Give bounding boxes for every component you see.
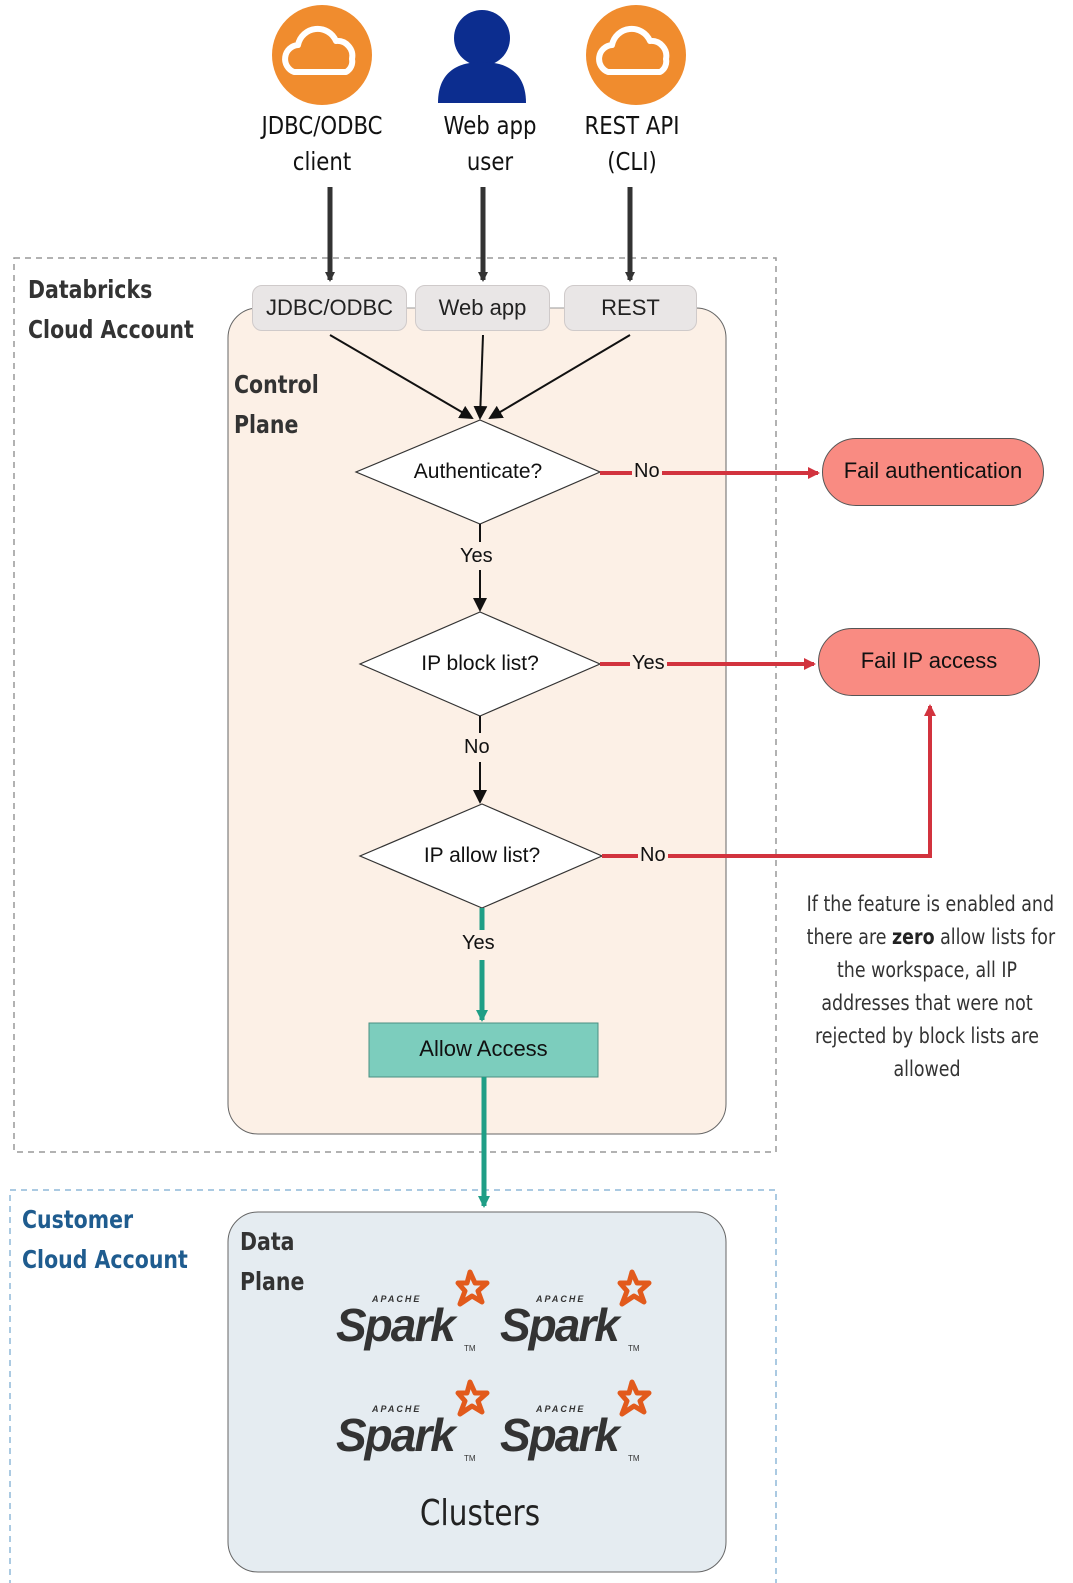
- spark-word: Spark: [500, 1299, 620, 1351]
- ip-allow-label: IP allow list?: [423, 844, 541, 867]
- note-line2-pre: there are: [806, 925, 893, 949]
- spark-tm: TM: [628, 1454, 640, 1463]
- spark-tm: TM: [628, 1344, 640, 1353]
- note-line6: allowed: [893, 1057, 961, 1081]
- edge-block-no: No: [464, 736, 490, 758]
- allow-list-note: If the feature is enabled and there are …: [806, 888, 1055, 1086]
- control-plane-line2: Plane: [234, 410, 299, 439]
- clusters-label: Clusters: [419, 1493, 541, 1534]
- note-line5: rejected by block lists are: [815, 1024, 1039, 1048]
- databricks-account-line2: Cloud Account: [28, 315, 194, 344]
- note-line2: there are zero allow lists for: [806, 921, 1055, 954]
- edge-auth-yes: Yes: [460, 545, 493, 567]
- note-line1: If the feature is enabled and: [806, 892, 1055, 916]
- customer-account-label: Customer Cloud Account: [22, 1200, 188, 1280]
- user-icon: [438, 10, 526, 103]
- spark-apache-text: APACHE: [372, 1404, 422, 1414]
- spark-word: Spark: [336, 1299, 456, 1351]
- cloud-icon: [586, 5, 686, 105]
- control-plane-line1: Control: [234, 370, 319, 399]
- endpoint-rest-line2: (CLI): [607, 147, 657, 176]
- spark-tm: TM: [464, 1344, 476, 1353]
- spark-apache-text: APACHE: [536, 1294, 586, 1304]
- customer-account-line2: Cloud Account: [22, 1245, 188, 1274]
- spark-logo: APACHE Spark TM: [500, 1284, 650, 1364]
- cloud-icon: [272, 5, 372, 105]
- spark-logo: APACHE Spark TM: [336, 1394, 486, 1474]
- spark-star-icon: [455, 1269, 490, 1307]
- arrow-rest-to-auth: [488, 334, 631, 420]
- arrow-allow-no: [602, 704, 936, 858]
- endpoint-rest-line1: REST API: [584, 111, 680, 140]
- allow-access-label: Allow Access: [419, 1036, 548, 1061]
- spark-apache-text: APACHE: [372, 1294, 422, 1304]
- spark-star-icon: [617, 1269, 652, 1307]
- endpoint-webapp-line2: user: [466, 147, 514, 176]
- spark-star-icon: [455, 1379, 490, 1417]
- data-plane-label: Data Plane: [240, 1222, 304, 1302]
- databricks-account-line1: Databricks: [28, 275, 153, 304]
- control-plane-label: Control Plane: [234, 365, 319, 445]
- data-plane-line2: Plane: [240, 1267, 305, 1296]
- tab-rest: REST: [564, 285, 697, 331]
- note-line4: addresses that were not: [821, 991, 1033, 1015]
- endpoint-jdbc-label: JDBC/ODBC client: [254, 108, 390, 180]
- allow-access-box: [368, 1022, 599, 1078]
- spark-star-icon: [617, 1379, 652, 1417]
- tab-web-app: Web app: [415, 285, 550, 331]
- endpoint-webapp-label: Web app user: [422, 108, 558, 180]
- authenticate-label: Authenticate?: [413, 460, 543, 483]
- tab-jdbc-odbc: JDBC/ODBC: [252, 285, 407, 331]
- endpoint-jdbc-line1: JDBC/ODBC: [261, 111, 383, 140]
- edge-allow-yes: Yes: [460, 932, 497, 954]
- spark-logo: APACHE Spark TM: [500, 1394, 650, 1474]
- fail-authentication-node: Fail authentication: [822, 438, 1044, 506]
- arrow-jdbc-to-auth: [329, 334, 474, 420]
- note-line2-post: allow lists for: [934, 925, 1056, 949]
- fail-ip-access-node: Fail IP access: [818, 628, 1040, 696]
- customer-account-line1: Customer: [22, 1205, 134, 1234]
- endpoint-rest-label: REST API (CLI): [564, 108, 700, 180]
- note-line2-bold: zero: [892, 925, 935, 949]
- arrow-webapp-to-auth: [473, 334, 488, 420]
- spark-word: Spark: [500, 1409, 620, 1461]
- data-plane-line1: Data: [240, 1227, 295, 1256]
- spark-logo: APACHE Spark TM: [336, 1284, 486, 1364]
- note-line3: the workspace, all IP: [836, 958, 1018, 982]
- spark-word: Spark: [336, 1409, 456, 1461]
- edge-auth-no: No: [632, 460, 662, 482]
- endpoint-jdbc-line2: client: [292, 147, 352, 176]
- endpoint-webapp-line1: Web app: [443, 111, 537, 140]
- edge-block-yes: Yes: [630, 652, 667, 674]
- ip-block-label: IP block list?: [421, 652, 539, 675]
- spark-tm: TM: [464, 1454, 476, 1463]
- databricks-account-label: Databricks Cloud Account: [28, 270, 194, 350]
- databricks-account-region: [13, 257, 777, 1153]
- spark-apache-text: APACHE: [536, 1404, 586, 1414]
- edge-allow-no: No: [638, 844, 668, 866]
